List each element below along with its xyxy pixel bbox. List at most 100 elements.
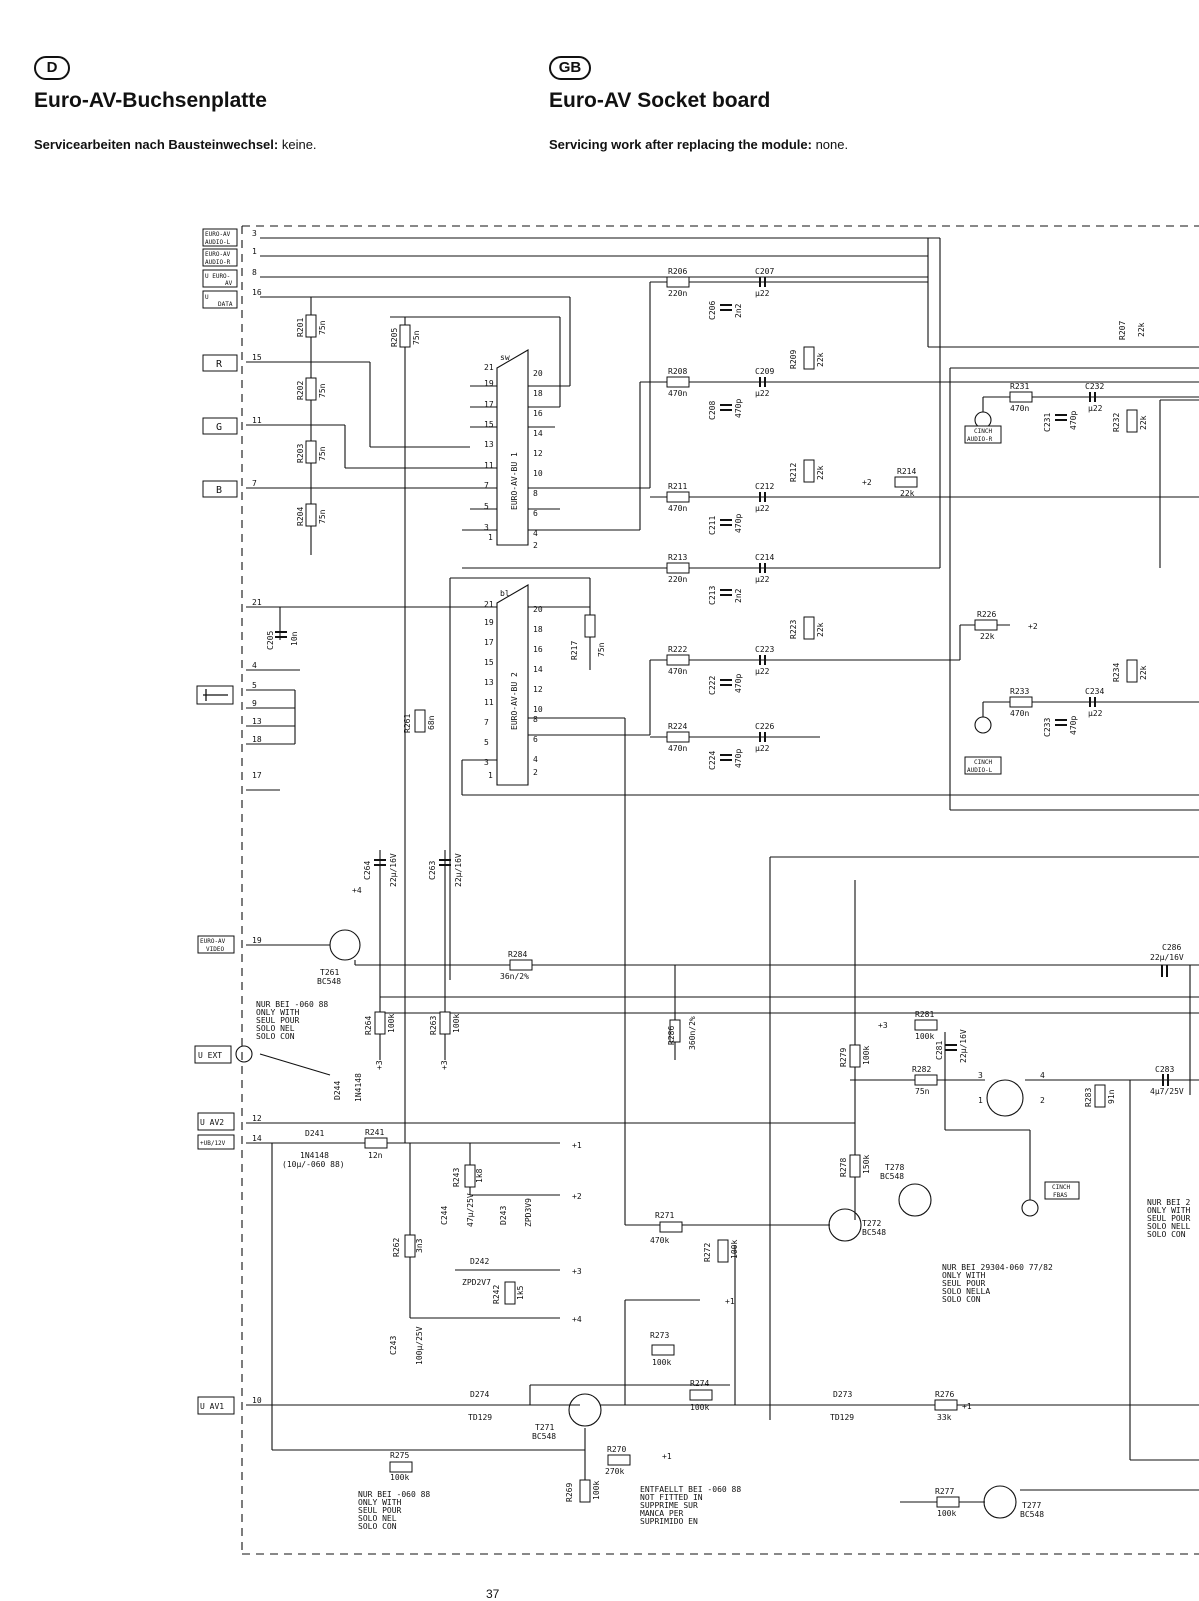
note-right-3: SEUL POUR [1147, 1214, 1191, 1223]
supply-plus2-b: +2 [862, 478, 872, 487]
supply-plus3-c: +3 [375, 1060, 384, 1070]
label-r209: R209 [789, 350, 798, 369]
label-r207: R207 [1118, 321, 1127, 340]
label-r233: R233 [1010, 687, 1029, 696]
conn-r: R [216, 359, 223, 370]
conn-g: G [216, 422, 222, 433]
label-c212: C212 [755, 482, 774, 491]
value-c264: 22µ/16V [389, 853, 398, 887]
conn-b: B [216, 485, 222, 496]
label-c283: C283 [1155, 1065, 1174, 1074]
value-c213: 2n2 [734, 588, 743, 603]
label-c281: C281 [935, 1041, 944, 1060]
note-29304-1: NUR BEI 29304-060 77/82 [942, 1263, 1053, 1272]
conn-video-2: VIDEO [206, 946, 224, 953]
svg-text:16: 16 [252, 288, 262, 297]
svg-text:18: 18 [252, 735, 262, 744]
label-r282: R282 [912, 1065, 931, 1074]
label-c263: C263 [428, 861, 437, 880]
conn-u-data-1: U [205, 294, 209, 301]
label-r214: R214 [897, 467, 916, 476]
label-r202: R202 [296, 381, 305, 400]
note-060-a-2: ONLY WITH [256, 1008, 300, 1017]
conn-audio-r-2: AUDIO-R [205, 259, 231, 266]
note-060-a-3: SEUL POUR [256, 1016, 300, 1025]
label-r206: R206 [668, 267, 687, 276]
value-d242: ZPD2V7 [462, 1278, 491, 1287]
svg-text:14: 14 [533, 429, 543, 438]
label-r211: R211 [668, 482, 687, 491]
label-c232: C232 [1085, 382, 1104, 391]
svg-text:21: 21 [484, 600, 494, 609]
note-notfitted-3: SUPPRIME SUR [640, 1501, 698, 1510]
value-c214: µ22 [755, 575, 770, 584]
label-d241: D241 [305, 1129, 324, 1138]
label-r277: R277 [935, 1487, 954, 1496]
svg-text:10: 10 [533, 705, 543, 714]
service-text-de: Servicearbeiten nach Bausteinwechsel: ke… [34, 137, 317, 152]
label-c231: C231 [1043, 413, 1052, 432]
note-060-b-3: SEUL POUR [358, 1506, 402, 1515]
supply-plus3-a: +3 [572, 1267, 582, 1276]
label-t272: T272 [862, 1219, 881, 1228]
label-r269: R269 [565, 1483, 574, 1502]
value-c243: 100µ/25V [415, 1326, 424, 1365]
transistor-t272 [828, 1208, 862, 1242]
note-060-b-1: NUR BEI -060 88 [358, 1490, 430, 1499]
conn-cinch-r-2: AUDIO-R [967, 436, 993, 443]
label-c226: C226 [755, 722, 774, 731]
conn-u-data-2: DATA [218, 301, 233, 308]
label-c211: C211 [708, 516, 717, 535]
note-060-a-4: SOLO NEL [256, 1024, 295, 1033]
value-c223: µ22 [755, 667, 770, 676]
value-r269: 100k [592, 1481, 601, 1500]
value-t277: BC548 [1020, 1510, 1044, 1519]
svg-text:14: 14 [533, 665, 543, 674]
svg-text:13: 13 [484, 440, 494, 449]
value-c231: 470p [1069, 411, 1078, 430]
label-r222: R222 [668, 645, 687, 654]
label-t277: T277 [1022, 1501, 1041, 1510]
value-c208: 470p [734, 399, 743, 418]
service-text-gb: Servicing work after replacing the modul… [549, 137, 848, 152]
value-r286: 360n/2% [688, 1016, 697, 1050]
label-c206: C206 [708, 301, 717, 320]
label-r275: R275 [390, 1451, 409, 1460]
label-r204: R204 [296, 507, 305, 526]
svg-text:17: 17 [484, 400, 494, 409]
value-r213: 220n [668, 575, 687, 584]
svg-text:12: 12 [252, 1114, 262, 1123]
note-notfitted-5: SUPRIMIDO EN [640, 1517, 698, 1526]
label-d244: D244 [333, 1081, 342, 1100]
value-r278: 150k [862, 1155, 871, 1174]
value-d243: ZPD3V9 [524, 1198, 533, 1227]
note-060-a-1: NUR BEI -060 88 [256, 1000, 328, 1009]
value-c205: 10n [290, 631, 299, 646]
svg-text:7: 7 [252, 479, 257, 488]
svg-text:20: 20 [533, 605, 543, 614]
conn-cinch-fbas-1: CINCH [1052, 1184, 1070, 1191]
label-c264: C264 [363, 861, 372, 880]
value-r204: 75n [318, 509, 327, 524]
value-r217: 75n [597, 642, 606, 657]
svg-text:10: 10 [252, 1396, 262, 1405]
svg-text:4: 4 [1040, 1071, 1045, 1080]
note-d241: (10µ/-060 88) [282, 1160, 345, 1169]
value-c206: 2n2 [734, 303, 743, 318]
svg-text:5: 5 [252, 681, 257, 690]
label-c205: C205 [266, 631, 275, 650]
value-c286: 22µ/16V [1150, 953, 1184, 962]
svg-text:21: 21 [252, 598, 262, 607]
note-notfitted-2: NOT FITTED IN [640, 1493, 703, 1502]
svg-text:2: 2 [533, 541, 538, 550]
service-label-de: Servicearbeiten nach Bausteinwechsel: [34, 137, 279, 152]
svg-text:8: 8 [533, 489, 538, 498]
svg-text:1: 1 [488, 771, 493, 780]
svg-text:5: 5 [484, 502, 489, 511]
value-r222: 470n [668, 667, 687, 676]
label-r274: R274 [690, 1379, 709, 1388]
label-c233: C233 [1043, 718, 1052, 737]
value-r242: 1k5 [516, 1285, 525, 1300]
value-d274: TD129 [468, 1413, 492, 1422]
